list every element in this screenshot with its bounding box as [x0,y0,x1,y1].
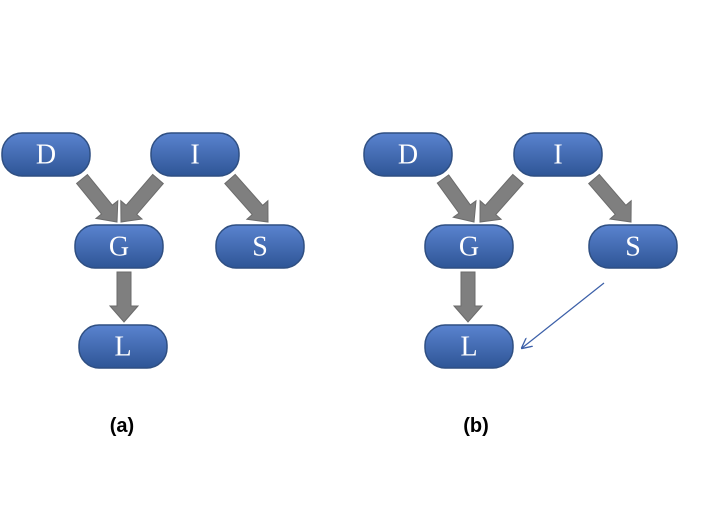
edge-i-s-a [224,173,269,223]
panel-a-caption: (a) [110,415,134,437]
panel-b-caption: (b) [463,415,489,437]
block-arrow-shape [108,271,140,323]
node-d-b: D [363,132,453,177]
block-arrow-shape [120,173,165,223]
node-s-a: S [215,224,305,269]
edge-d-g-b [436,174,477,223]
node-i-b: I [513,132,603,177]
node-i-label: I [553,140,562,171]
node-l-label: L [460,332,477,363]
node-g-b: G [424,224,514,269]
node-l-label: L [114,332,131,363]
node-l-a: L [78,324,168,369]
edge-s-l-b [522,282,605,348]
node-d-a: D [1,132,91,177]
node-s-b: S [588,224,678,269]
node-g-a: G [74,224,164,269]
node-d-label: D [398,140,418,171]
block-arrow-shape [436,174,477,223]
edge-i-g-a [120,173,165,223]
node-d-label: D [36,140,56,171]
node-s-label: S [252,232,268,263]
block-arrow-shape [479,173,524,223]
edge-g-l-a [108,271,140,323]
edge-i-g-b [479,173,524,223]
panel-b: D I G S L (b) [363,132,678,437]
panel-a: D I G S L (a) [1,132,305,437]
block-arrow-shape [587,173,632,223]
node-s-label: S [625,232,641,263]
edge-d-g-a [75,173,119,223]
node-g-label: G [459,232,479,263]
block-arrow-shape [224,173,269,223]
edge-g-l-b [452,271,484,323]
edge-i-s-b [587,173,632,223]
block-arrow-shape [452,271,484,323]
node-i-a: I [150,132,240,177]
block-arrow-shape [75,173,119,223]
node-i-label: I [190,140,199,171]
node-l-b: L [424,324,514,369]
node-g-label: G [109,232,129,263]
